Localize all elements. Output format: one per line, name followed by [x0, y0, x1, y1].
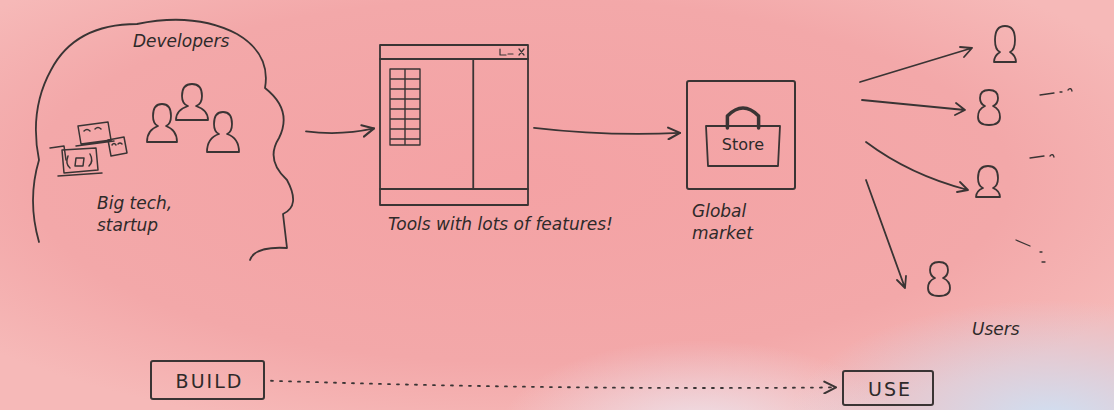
user-figure [928, 262, 950, 296]
flow-arrow [306, 128, 374, 133]
group-label: Users [972, 318, 1062, 340]
user-arrow [866, 180, 906, 288]
motion-mark [1016, 240, 1045, 262]
window-frame [380, 45, 528, 205]
user-arrow [860, 47, 972, 82]
user-arrow [862, 100, 965, 115]
bag-node: Store [704, 106, 782, 166]
bag-handle [727, 108, 758, 128]
user-arrow [866, 142, 968, 192]
node-text: Big tech, startup [97, 192, 212, 236]
trailing-marks [1016, 89, 1072, 262]
person-figure [176, 84, 208, 120]
window-outline [380, 45, 528, 205]
window-grid [390, 69, 420, 145]
laptop-face [84, 128, 101, 132]
developer-people [147, 84, 239, 152]
cloud-outline-path [33, 20, 293, 260]
distribution-arrows [860, 47, 972, 288]
node-text: Global market [692, 200, 782, 244]
node-text: Tools with lots of features! [388, 213, 618, 235]
user-figure [978, 90, 1000, 125]
laptop-icons [50, 122, 127, 176]
node-text: BUILD [152, 370, 267, 392]
flow-arrow [534, 128, 680, 134]
laptop-face [67, 154, 92, 168]
box-node: Global marketStore [686, 80, 796, 190]
laptop-face [112, 143, 122, 145]
node-text: Developers [133, 30, 273, 52]
user-figure [994, 26, 1016, 62]
box-node: USE [842, 370, 934, 406]
node-text: USE [844, 378, 936, 400]
node-text: Store [704, 134, 782, 156]
person-figure [147, 104, 177, 142]
user-figure [976, 166, 1000, 197]
motion-mark [1030, 155, 1054, 158]
motion-mark [1040, 89, 1072, 95]
user-figures [928, 26, 1016, 296]
window-dividers [380, 59, 528, 189]
window-node: Tools with lots of features! [380, 45, 528, 205]
dotted-arrow [271, 381, 836, 388]
cloud-node: DevelopersBig tech, startup [25, 10, 300, 265]
person-figure [207, 112, 239, 152]
box-node: BUILD [150, 360, 265, 400]
window-controls [500, 49, 524, 55]
laptop-icon [50, 137, 127, 160]
